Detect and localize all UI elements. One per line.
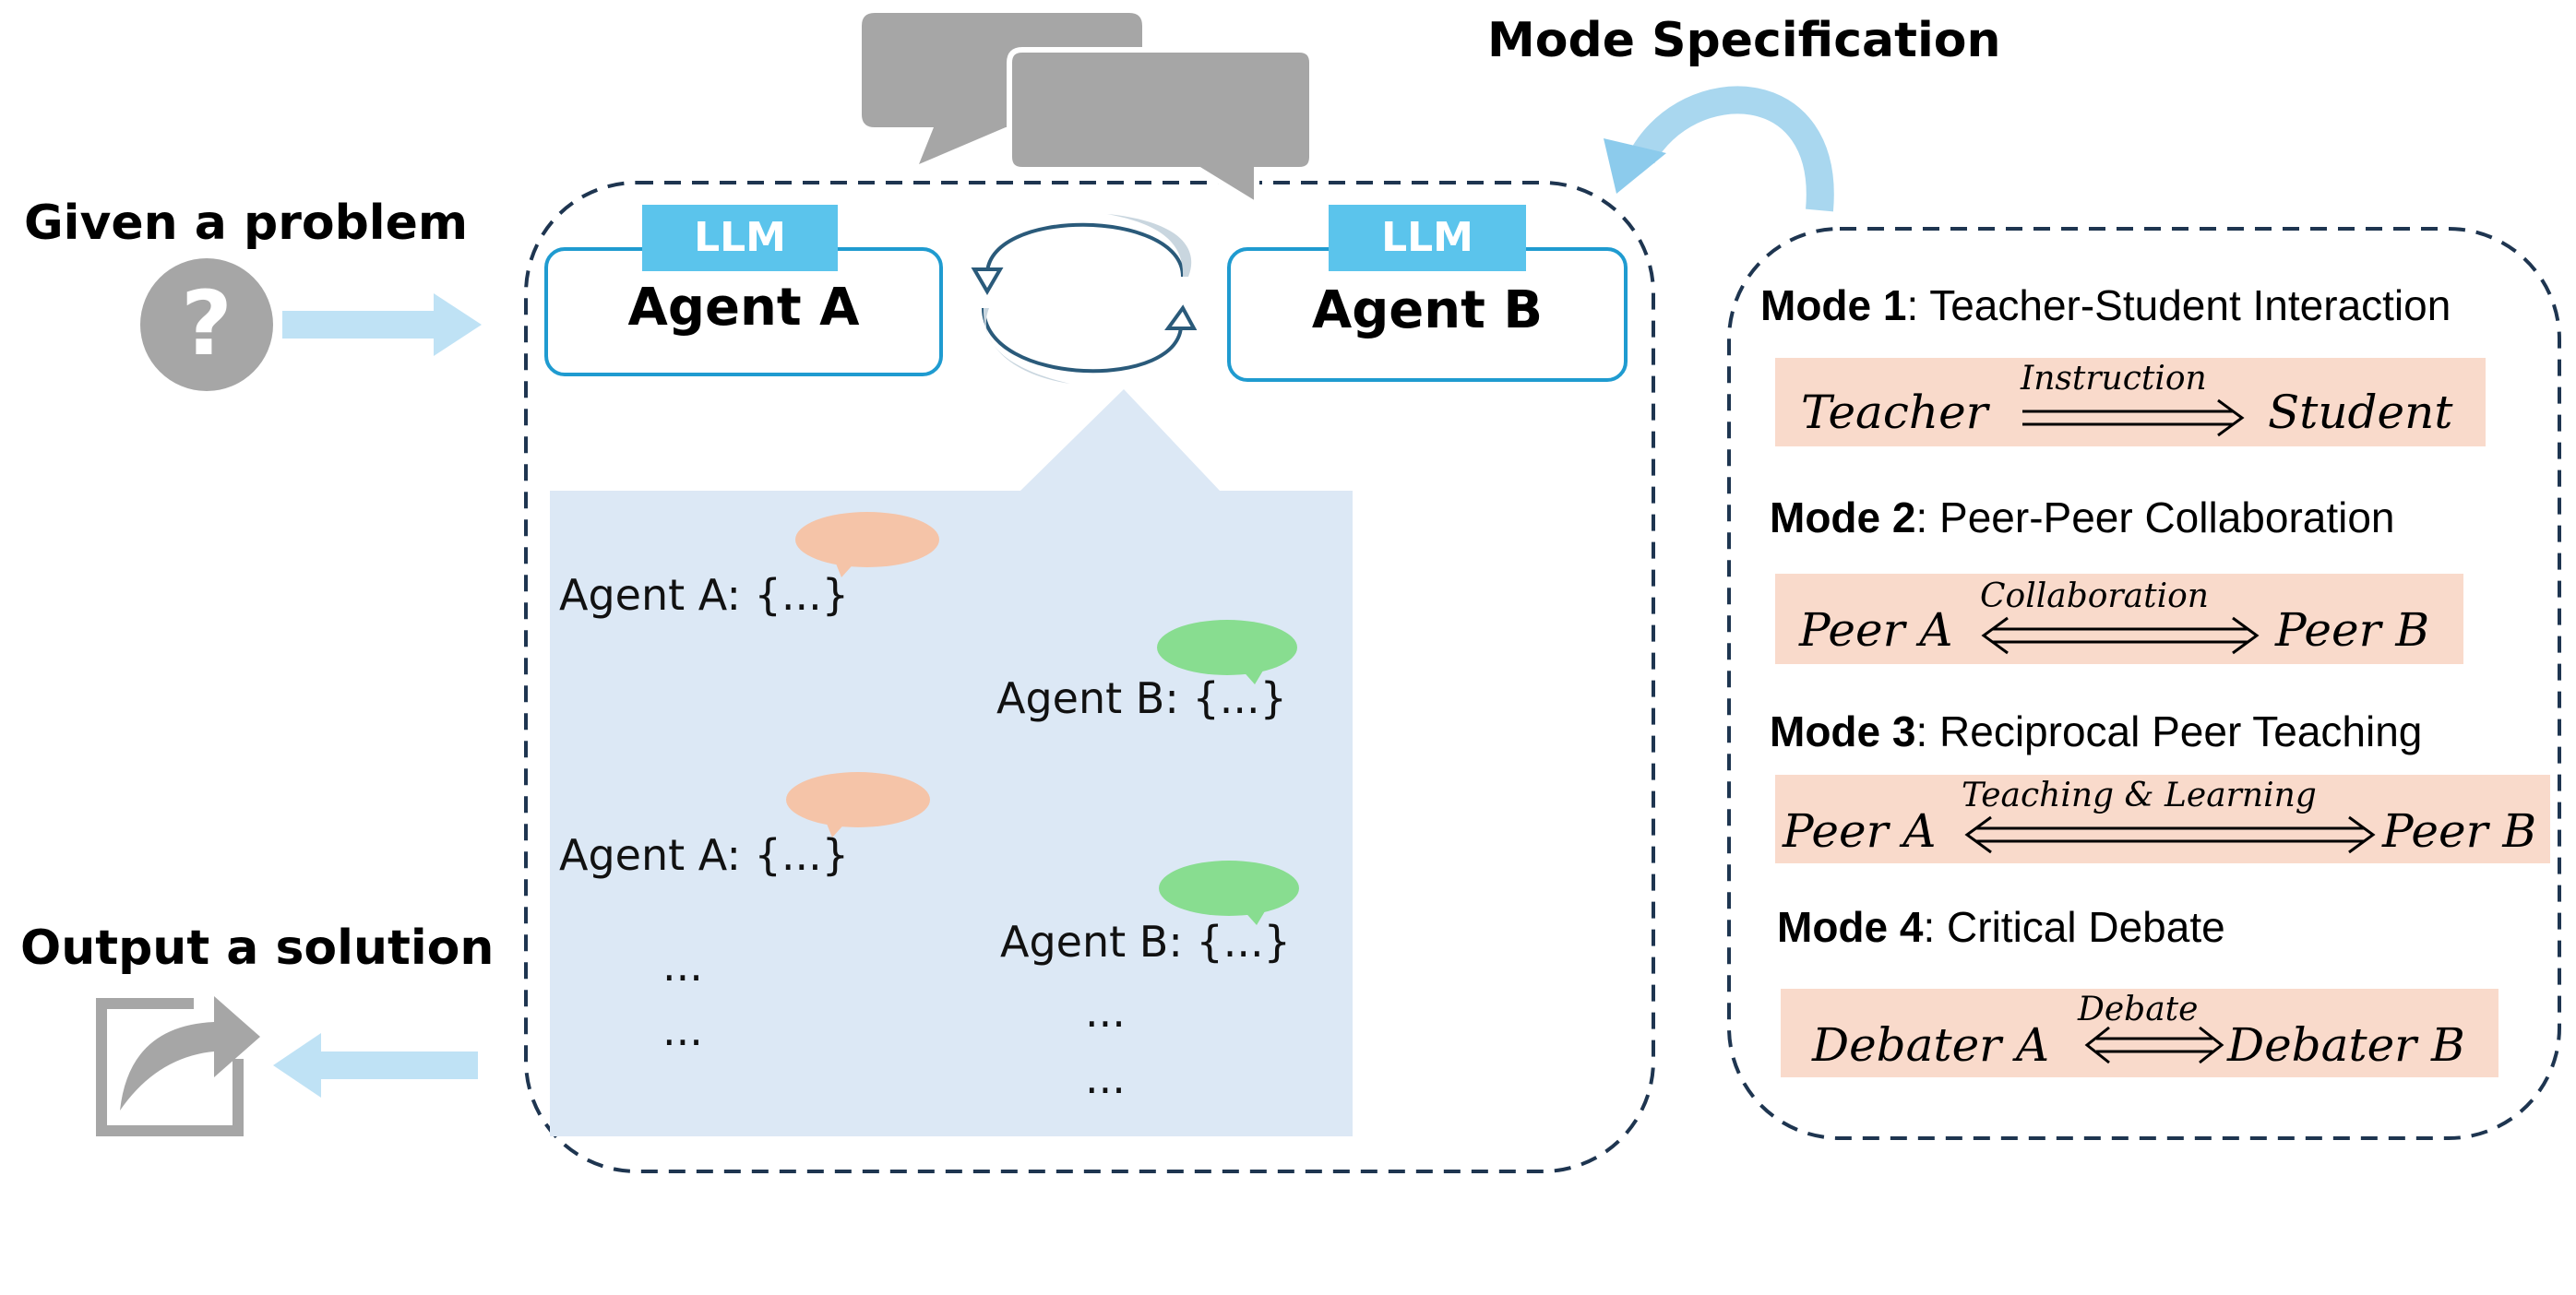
- mode-3-arrow-icon: [1964, 815, 2376, 854]
- agent-a-bubble-icon: [795, 512, 939, 577]
- mode-spec-arrow-icon: [1604, 86, 1834, 212]
- mode-name: : Reciprocal Peer Teaching: [1915, 707, 2423, 755]
- mode-2-title: Mode 2: Peer-Peer Collaboration: [1770, 493, 2395, 542]
- agent-b-box: Agent B: [1227, 247, 1628, 382]
- agent-b-llm-tag: LLM: [1329, 205, 1526, 271]
- mode-number: Mode 4: [1777, 903, 1924, 951]
- mode-2-right-role: Peer B: [2275, 603, 2430, 657]
- mode-2-left-role: Peer A: [1799, 603, 1953, 657]
- mode-2-relation: Collaboration: [1980, 577, 2209, 615]
- mode-1-title: Mode 1: Teacher-Student Interaction: [1760, 280, 2451, 330]
- svg-text:?: ?: [181, 272, 233, 375]
- mode-1-box: [1775, 358, 2486, 446]
- mode-4-right-role: Debater B: [2227, 1018, 2465, 1072]
- agent-b-bubble-icon: [1157, 620, 1297, 684]
- mode-name: : Critical Debate: [1923, 903, 2225, 951]
- mode-number: Mode 1: [1760, 281, 1907, 329]
- ellipsis: ...: [662, 941, 703, 991]
- agent-b-name: Agent B: [1311, 280, 1544, 340]
- dialogue-line: Agent A: {...}: [559, 830, 849, 880]
- input-label: Given a problem: [24, 196, 469, 251]
- mode-4-left-role: Debater A: [1812, 1018, 2050, 1072]
- agent-a-name: Agent A: [627, 278, 860, 338]
- mode-4-box: [1781, 989, 2498, 1077]
- agent-a-llm-tag: LLM: [642, 205, 838, 271]
- output-arrow-icon: [273, 1033, 478, 1098]
- modes-container: [1727, 227, 2561, 1140]
- dialogue-line: Agent B: {...}: [996, 673, 1287, 723]
- agents-container: [524, 181, 1655, 1173]
- mode-3-relation: Teaching & Learning: [1962, 777, 2317, 814]
- export-icon: [96, 996, 260, 1136]
- dialogue-line: Agent A: {...}: [559, 570, 849, 620]
- agent-a-bubble-icon: [786, 772, 930, 838]
- input-arrow-icon: [282, 293, 482, 356]
- mode-2-box: [1775, 574, 2463, 664]
- mode-name: : Teacher-Student Interaction: [1906, 281, 2451, 329]
- mode-2-arrow-icon: [1981, 616, 2260, 655]
- chat-panel: [550, 389, 1353, 1136]
- mode-number: Mode 2: [1770, 493, 1916, 541]
- mode-3-right-role: Peer B: [2382, 804, 2537, 858]
- mode-1-left-role: Teacher: [1801, 386, 1988, 439]
- mode-spec-label: Mode Specification: [1487, 13, 2001, 68]
- ellipsis: ...: [1085, 1053, 1126, 1103]
- output-label: Output a solution: [20, 921, 495, 976]
- mode-1-relation: Instruction: [2021, 360, 2207, 398]
- mode-4-title: Mode 4: Critical Debate: [1777, 902, 2225, 952]
- question-icon: ?: [140, 258, 273, 391]
- mode-number: Mode 3: [1770, 707, 1916, 755]
- ellipsis: ...: [662, 1005, 703, 1055]
- dialogue-line: Agent B: {...}: [1000, 917, 1291, 967]
- exchange-cycle-icon: [971, 214, 1198, 384]
- mode-name: : Peer-Peer Collaboration: [1915, 493, 2395, 541]
- mode-4-arrow-icon: [2084, 1026, 2224, 1064]
- mode-3-box: [1775, 775, 2550, 863]
- mode-3-title: Mode 3: Reciprocal Peer Teaching: [1770, 707, 2422, 756]
- ellipsis: ...: [1085, 987, 1126, 1037]
- mode-1-right-role: Student: [2268, 386, 2453, 439]
- mode-4-relation: Debate: [2078, 991, 2199, 1028]
- mode-1-arrow-icon: [2022, 398, 2245, 437]
- agent-b-bubble-icon: [1159, 861, 1299, 925]
- speech-bubbles-icon: [862, 13, 1315, 210]
- mode-3-left-role: Peer A: [1783, 804, 1937, 858]
